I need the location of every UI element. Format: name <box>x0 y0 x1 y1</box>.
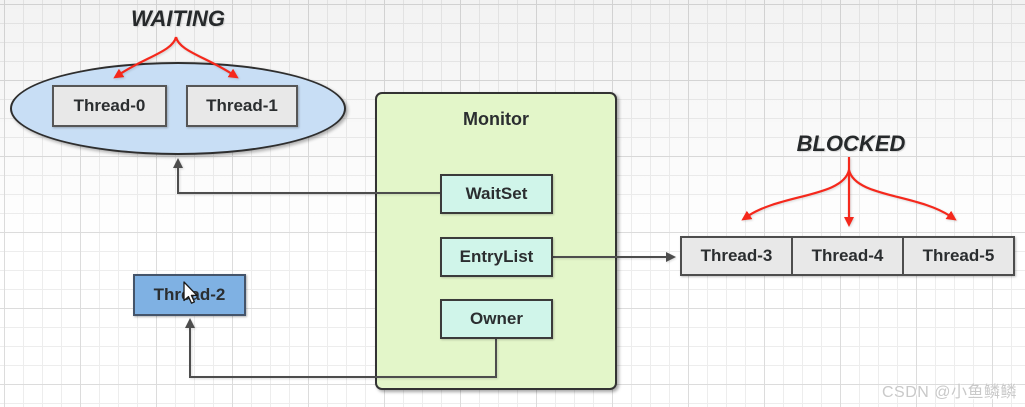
watermark: CSDN @小鱼鳞鳞 <box>881 384 1017 401</box>
blocked-thread-row: Thread-3 Thread-4 Thread-5 <box>680 236 1015 276</box>
owner-node: Owner <box>440 299 553 339</box>
thread-1-node: Thread-1 <box>186 85 298 127</box>
thread-3-node: Thread-3 <box>680 236 793 276</box>
entrylist-node: EntryList <box>440 237 553 277</box>
thread-4-node: Thread-4 <box>791 236 904 276</box>
thread-2-node: Thread-2 <box>133 274 246 316</box>
waitset-node: WaitSet <box>440 174 553 214</box>
thread-5-node: Thread-5 <box>902 236 1015 276</box>
thread-0-node: Thread-0 <box>52 85 167 127</box>
monitor-title: Monitor <box>463 109 529 129</box>
blocked-arrow-right <box>847 169 957 221</box>
blocked-state-label: BLOCKED <box>796 131 906 156</box>
waiting-state-label: WAITING <box>130 6 226 31</box>
blocked-arrow-left <box>741 169 851 221</box>
